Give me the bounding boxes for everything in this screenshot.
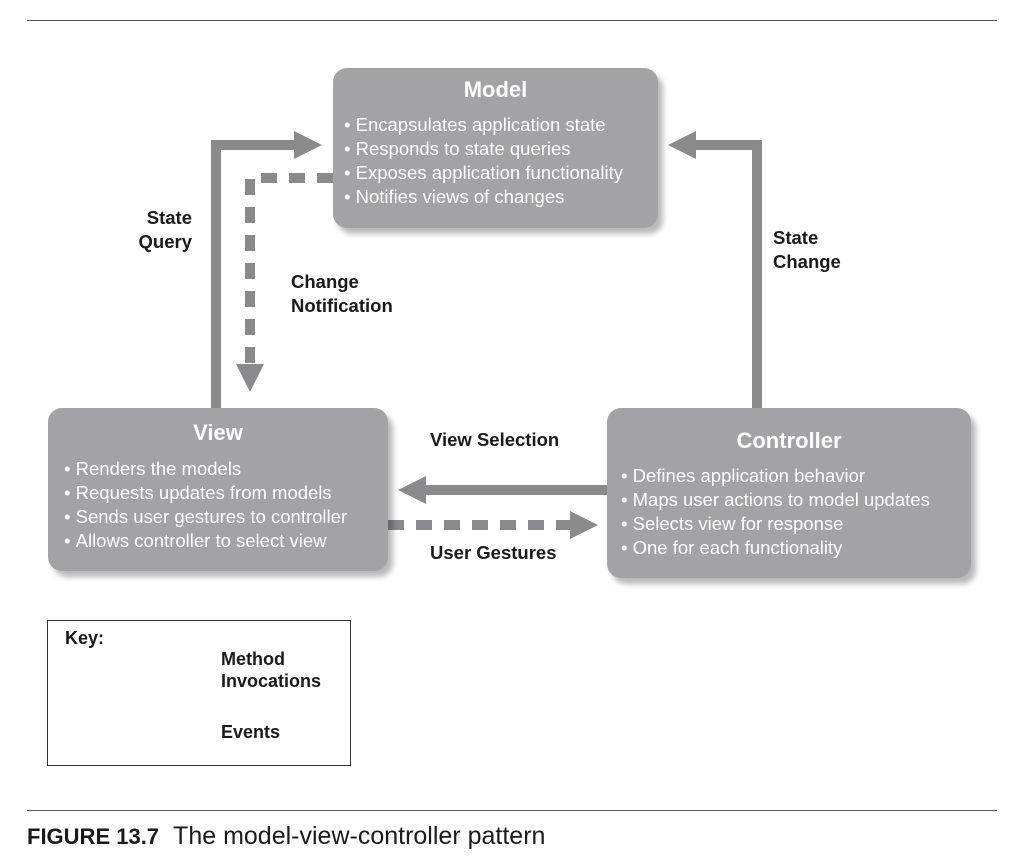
view-item: Allows controller to select view: [64, 529, 388, 553]
controller-title: Controller: [736, 428, 842, 453]
controller-box: Controller Defines application behavior …: [607, 408, 971, 578]
model-item: Responds to state queries: [344, 137, 658, 161]
controller-item: Maps user actions to model updates: [621, 488, 971, 512]
bottom-rule: [27, 810, 997, 811]
controller-item: One for each functionality: [621, 536, 971, 560]
user-gestures-label: User Gestures: [430, 542, 557, 563]
controller-item: Selects view for response: [621, 512, 971, 536]
view-selection-label: View Selection: [430, 429, 560, 450]
view-title: View: [193, 420, 243, 445]
state-query-label: State Query: [128, 206, 192, 254]
key-method-label-line: Invocations: [221, 671, 322, 691]
controller-item: Defines application behavior: [621, 464, 971, 488]
controller-responsibilities: Defines application behavior Maps user a…: [607, 464, 971, 560]
state-change-label: State Change: [773, 226, 841, 274]
figure-number: FIGURE 13.7: [27, 824, 160, 849]
model-item: Notifies views of changes: [344, 185, 658, 209]
model-box: Model Encapsulates application state Res…: [333, 68, 658, 228]
state-query-label-line: State: [146, 207, 192, 228]
model-item: Encapsulates application state: [344, 113, 658, 137]
view-item: Requests updates from models: [64, 481, 388, 505]
state-change-label-line: Change: [773, 251, 841, 272]
model-title: Model: [463, 77, 528, 102]
state-query-label-line: Query: [138, 231, 192, 252]
change-notification-label-line: Change: [291, 271, 359, 292]
figure-title: The model-view-controller pattern: [173, 822, 546, 850]
view-item: Sends user gestures to controller: [64, 505, 388, 529]
change-notification-label: Change Notification: [291, 270, 393, 318]
state-change-arrow: [668, 131, 762, 408]
change-notification-label-line: Notification: [291, 295, 393, 316]
state-query-arrow: [211, 131, 322, 408]
model-responsibilities: Encapsulates application state Responds …: [333, 113, 658, 209]
key-method-invocations-label: Method Invocations: [221, 648, 321, 692]
top-rule: [27, 20, 997, 21]
view-item: Renders the models: [64, 457, 388, 481]
model-item: Exposes application functionality: [344, 161, 658, 185]
key-events-label: Events: [221, 722, 281, 742]
figure-caption: FIGURE 13.7 The model-view-controller pat…: [27, 822, 545, 851]
view-box: View Renders the models Requests updates…: [48, 408, 388, 571]
key-title: Key:: [65, 628, 105, 648]
state-change-label-line: State: [773, 227, 819, 248]
key-method-label-line: Method: [221, 649, 285, 669]
legend-key: Key: Method Invocations Events: [47, 620, 351, 766]
view-responsibilities: Renders the models Requests updates from…: [48, 457, 388, 553]
